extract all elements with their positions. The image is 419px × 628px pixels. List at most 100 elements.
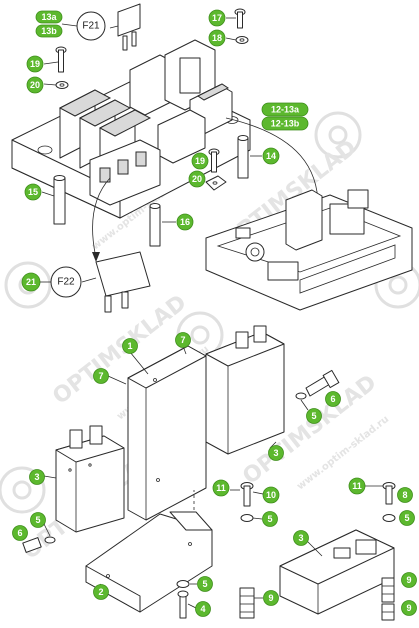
screw-19-right [208,148,220,173]
svg-text:2: 2 [98,587,103,597]
callout-3-left: 3 [29,469,45,485]
spring-nut-9-right-low [381,603,395,621]
screw-8 [382,482,396,522]
screw-4 [176,580,197,619]
callout-7-top: 7 [175,332,191,348]
svg-text:18: 18 [212,33,222,43]
svg-text:7: 7 [98,371,103,381]
svg-text:3: 3 [273,448,278,458]
callout-5-far-right: 5 [399,510,415,526]
watermark-logo-top [314,111,362,159]
washer-20-right [205,175,227,191]
fuse-f22 [81,251,151,313]
callout-1: 1 [122,338,138,354]
svg-text:5: 5 [404,513,409,523]
housing-frame [205,189,413,311]
fuse-label-f22: F22 [50,266,82,298]
callout-12-13b: 12-13b [261,116,309,131]
svg-text:6: 6 [330,394,335,404]
svg-text:5: 5 [202,579,207,589]
relay-module-3-right [279,529,395,615]
svg-text:17: 17 [212,13,222,23]
svg-text:20: 20 [30,80,40,90]
base-plate-front [11,139,121,219]
callout-5-bottom: 5 [197,576,213,592]
callout-18: 18 [208,29,226,47]
callout-20-right: 20 [188,170,206,188]
svg-text:3: 3 [298,533,303,543]
svg-text:19: 19 [195,156,205,166]
callout-13b: 13b [35,24,63,38]
screw-6-right [295,369,340,411]
callout-2: 2 [93,584,109,600]
callout-17: 17 [208,9,226,27]
svg-text:12-13b: 12-13b [271,119,300,129]
callout-9-right: 9 [401,572,417,588]
callout-6-right: 6 [325,391,341,407]
svg-text:9: 9 [406,575,411,585]
svg-text:3: 3 [34,472,39,482]
svg-text:11: 11 [216,483,226,493]
callout-13a: 13a [35,10,63,24]
svg-text:5: 5 [35,515,40,525]
callout-3-middle: 3 [268,445,284,461]
svg-text:F21: F21 [82,21,100,32]
standoff-14 [237,135,262,179]
callout-20-left: 20 [26,76,44,94]
svg-text:14: 14 [266,151,276,161]
svg-text:21: 21 [26,277,36,287]
fuse-label-f21: F21 [76,11,106,41]
svg-text:19: 19 [30,59,40,69]
screw-17 [226,8,246,29]
housing-bushing [245,242,265,262]
callout-15: 15 [24,183,42,201]
standoff-15 [41,175,66,225]
standoff-16 [149,203,176,247]
arrowhead [92,252,100,262]
housing-post [285,189,323,251]
svg-text:5: 5 [267,514,272,524]
callout-19-left: 19 [26,55,44,73]
bracket-2 [85,490,213,613]
relay-board-assembly [11,3,262,247]
svg-text:8: 8 [402,490,407,500]
screw-6-left [22,536,56,553]
fuse-f21 [109,3,141,51]
relay-block [58,89,152,179]
svg-text:13b: 13b [41,26,57,36]
callout-8: 8 [397,487,413,503]
callout-4: 4 [195,601,211,617]
callout-11-right: 11 [348,477,366,495]
callout-9-center: 9 [263,590,279,606]
svg-text:1: 1 [127,341,132,351]
svg-text:5: 5 [311,411,316,421]
svg-text:10: 10 [266,490,276,500]
callout-5-left: 5 [30,512,46,528]
relay-module-3-left [43,425,125,533]
spring-nut-9-right [381,577,395,603]
svg-text:9: 9 [406,603,411,613]
front-connector [89,139,161,206]
arrow-to-f22 [92,177,111,259]
washer-20-left [43,81,69,89]
screw-19-left [43,46,67,73]
callout-11-center: 11 [212,479,230,497]
svg-text:4: 4 [200,604,205,614]
callout-5-right: 5 [306,408,322,424]
watermark-logo-bottom [0,466,46,514]
svg-text:11: 11 [352,481,362,491]
callout-12-13a: 12-13a [261,102,309,117]
svg-text:6: 6 [17,528,22,538]
washer-18 [225,36,249,44]
callout-7-left: 7 [93,368,109,384]
fuse-holder-row [129,39,233,164]
screw-10 [230,482,254,522]
svg-text:9: 9 [268,593,273,603]
svg-text:13a: 13a [41,12,57,22]
callout-10: 10 [262,486,280,504]
callout-9-right-low: 9 [401,600,417,616]
svg-text:20: 20 [192,174,202,184]
spring-nut-9-center [239,587,255,619]
